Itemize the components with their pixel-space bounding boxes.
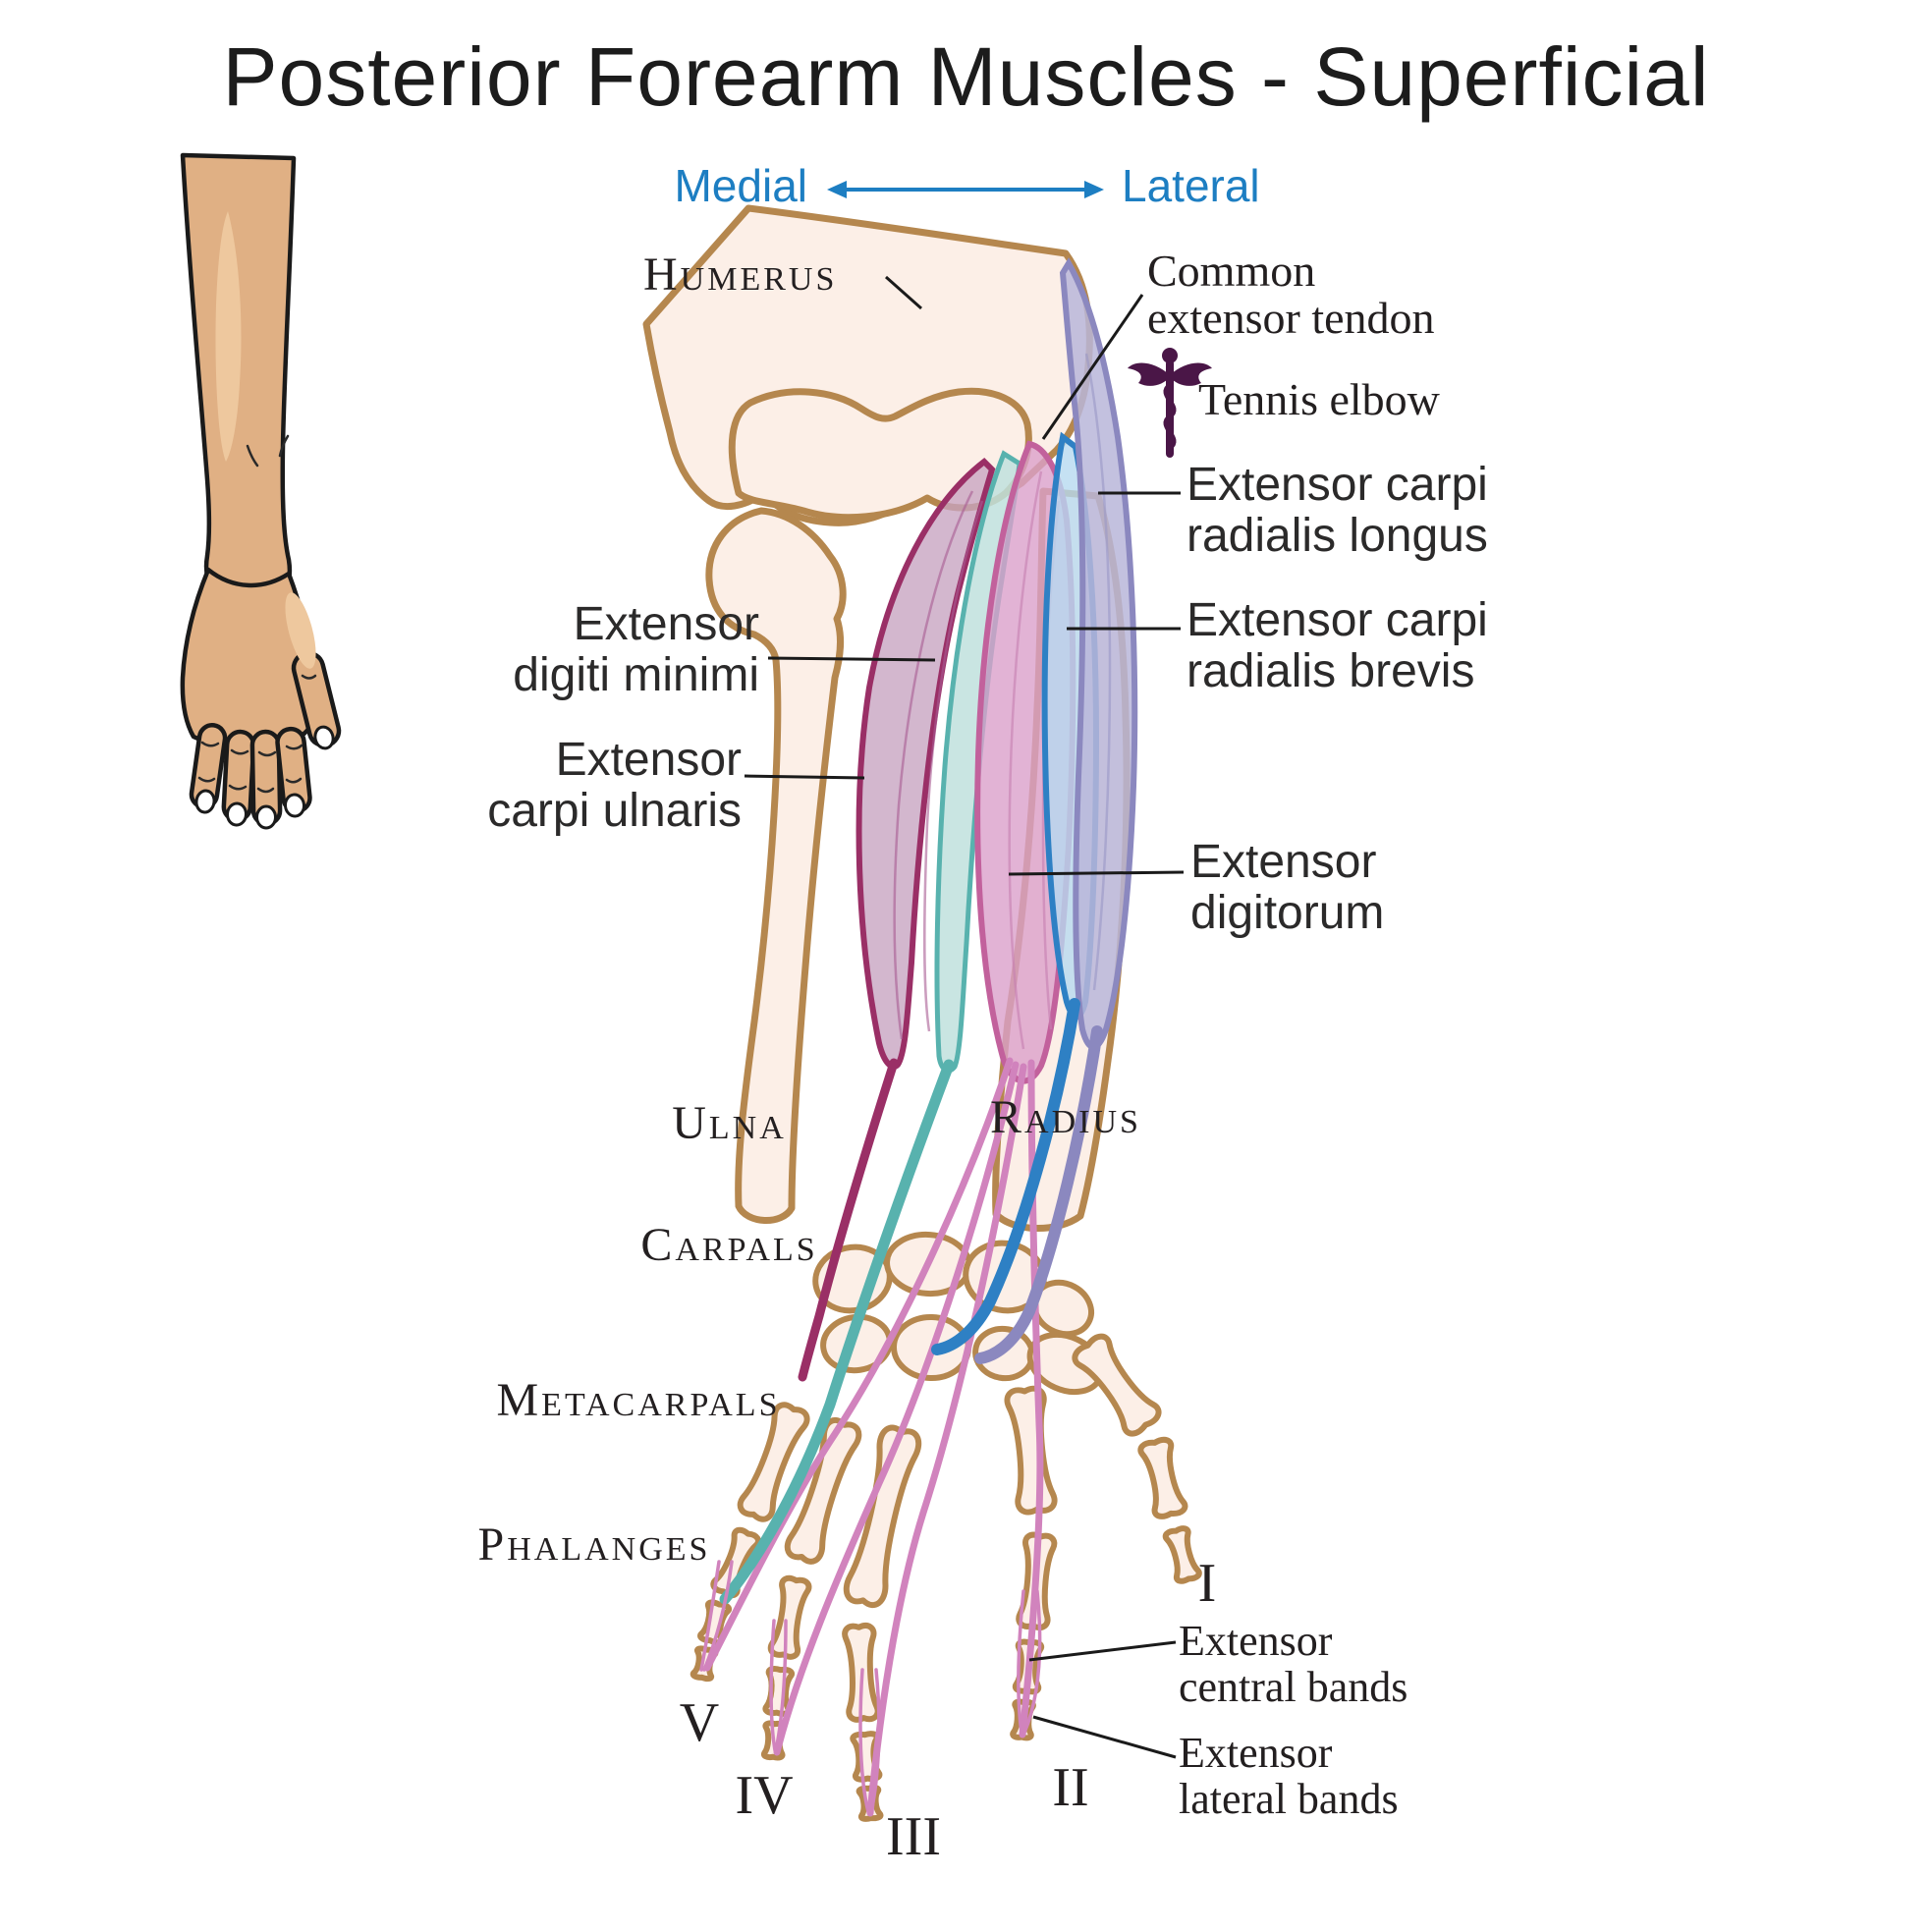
label-extensor-carpi-radialis-longus: Extensor carpi radialis longus	[1187, 459, 1488, 563]
label-humerus: Humerus	[643, 248, 838, 301]
label-extensor-digiti-minimi: Extensor digiti minimi	[513, 598, 759, 702]
ecrb-tendon	[931, 998, 1080, 1355]
digit-label-i: I	[1197, 1553, 1217, 1614]
label-extensor-carpi-radialis-brevis: Extensor carpi radialis brevis	[1187, 594, 1488, 698]
arm-illustration	[180, 152, 342, 830]
label-extensor-central-bands: Extensor central bands	[1179, 1617, 1408, 1711]
ed-tendon-ring	[773, 1061, 1020, 1756]
arrowhead-left-icon	[827, 181, 847, 198]
ecrl-tendon	[974, 1025, 1103, 1364]
label-carpals: Carpals	[640, 1219, 818, 1271]
direction-medial: Medial	[674, 160, 807, 211]
label-extensor-lateral-bands: Extensor lateral bands	[1179, 1729, 1399, 1823]
arm-highlight	[215, 211, 242, 462]
label-phalanges: Phalanges	[477, 1518, 711, 1571]
label-tennis-elbow: Tennis elbow	[1198, 374, 1440, 424]
extensor-band-tendons	[699, 1560, 1042, 1814]
ed-tendon-middle	[866, 1063, 1027, 1817]
page-title: Posterior Forearm Muscles - Superficial	[222, 30, 1710, 123]
direction-lateral: Lateral	[1122, 160, 1260, 211]
edm-tendon	[719, 1059, 955, 1605]
label-common-extensor-tendon: Common extensor tendon	[1147, 246, 1435, 343]
fingernails	[194, 725, 335, 830]
leader-lines	[744, 275, 1185, 1759]
orientation-arrow	[827, 181, 1104, 198]
label-extensor-digitorum: Extensor digitorum	[1190, 836, 1385, 940]
arrowhead-right-icon	[1084, 181, 1104, 198]
label-ulna: Ulna	[672, 1097, 787, 1149]
tendons	[699, 998, 1103, 1817]
label-radius: Radius	[990, 1091, 1141, 1143]
muscles	[856, 257, 1138, 1084]
label-metacarpals: Metacarpals	[496, 1374, 781, 1426]
hand-highlight	[285, 592, 316, 669]
finger-creases	[197, 434, 317, 794]
label-extensor-carpi-ulnaris: Extensor carpi ulnaris	[487, 734, 742, 838]
digit-label-ii: II	[1052, 1757, 1089, 1818]
caduceus-icon	[1128, 348, 1212, 458]
digit-label-v: V	[679, 1692, 720, 1753]
ulna-bone	[705, 507, 847, 1224]
ecu-tendon	[798, 1058, 899, 1382]
ed-tendon-little	[703, 1057, 1014, 1672]
digit-label-iv: IV	[735, 1765, 794, 1826]
digit-label-iii: III	[886, 1806, 941, 1867]
